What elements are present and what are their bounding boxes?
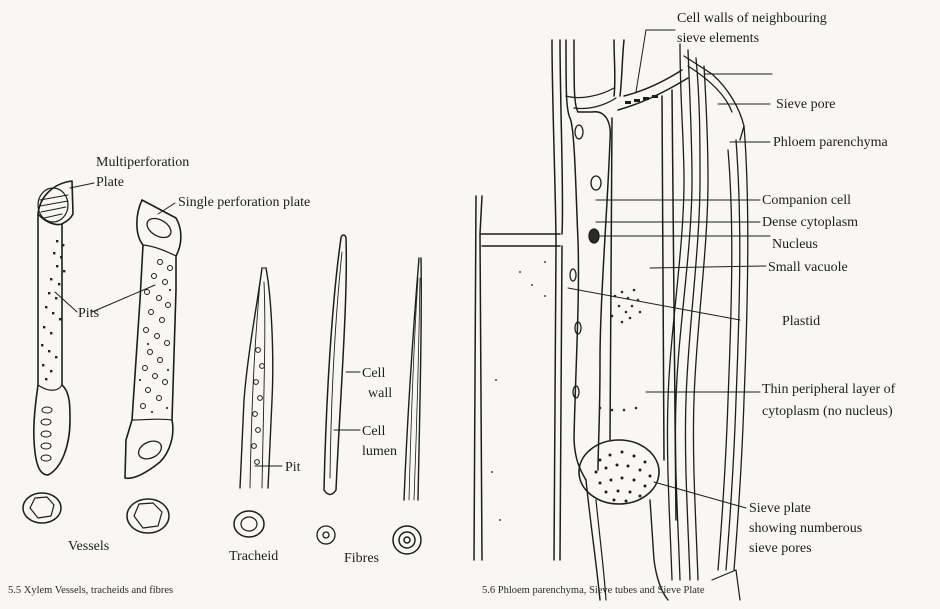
label-sieve-plate-line1: Sieve plate xyxy=(749,501,811,516)
fibre-narrow xyxy=(404,258,421,500)
fibre-wide-cross-section xyxy=(317,526,335,544)
sieve-tube-left-dots xyxy=(491,261,546,521)
phloem-parenchyma-strands xyxy=(667,44,747,600)
label-plastid: Plastid xyxy=(782,314,820,329)
sieve-plate xyxy=(579,440,668,600)
vessel-2-dots xyxy=(139,289,171,413)
label-single-perforation-plate: Single perforation plate xyxy=(178,195,310,210)
vessel-2-cross-section xyxy=(127,499,169,533)
label-cell-walls-line2: sieve elements xyxy=(677,31,759,46)
label-phloem-parenchyma: Phloem parenchyma xyxy=(773,135,888,150)
label-companion-cell: Companion cell xyxy=(762,193,851,208)
label-fibres: Fibres xyxy=(344,551,379,566)
label-tracheid: Tracheid xyxy=(229,549,278,564)
label-plate: Plate xyxy=(96,175,124,190)
label-small-vacuole: Small vacuole xyxy=(768,260,848,275)
label-vessels: Vessels xyxy=(68,539,109,554)
companion-cell xyxy=(566,40,624,480)
caption-phloem: 5.6 Phloem parenchyma, Sieve tubes and S… xyxy=(482,585,705,596)
label-sieve-plate-line3: sieve pores xyxy=(749,541,812,556)
label-pit: Pit xyxy=(285,460,301,475)
sieve-plate-pores xyxy=(595,451,652,503)
sieve-tube-left xyxy=(474,40,563,560)
label-cell-wall-line2: wall xyxy=(368,386,392,401)
vessel-single-perforation xyxy=(125,200,181,478)
label-cell-lumen-line1: Cell xyxy=(362,424,385,439)
fibre-narrow-cross-section xyxy=(393,526,421,554)
label-nucleus: Nucleus xyxy=(772,237,818,252)
label-pits: Pits xyxy=(78,306,99,321)
xylem-leader-lines xyxy=(55,183,360,466)
vessel-2-pits xyxy=(141,260,173,409)
label-thin-layer-line2: cytoplasm (no nucleus) xyxy=(762,404,893,419)
label-dense-cytoplasm: Dense cytoplasm xyxy=(762,215,858,230)
label-sieve-plate-line2: showing numberous xyxy=(749,521,862,536)
label-cell-lumen-line2: lumen xyxy=(362,444,397,459)
label-cell-wall-line1: Cell xyxy=(362,366,385,381)
label-cell-walls-line1: Cell walls of neighbouring xyxy=(677,11,827,26)
vessel-multiperforation xyxy=(34,181,73,475)
fibre-wide xyxy=(324,235,346,495)
phloem-figure: Cell walls of neighbouring sieve element… xyxy=(474,11,896,600)
vessel-1-cross-section xyxy=(23,493,61,523)
plastids xyxy=(599,289,642,412)
tracheid xyxy=(240,268,273,488)
label-thin-layer-line1: Thin peripheral layer of xyxy=(762,382,896,397)
label-multiperforation: Multiperforation xyxy=(96,155,189,170)
label-sieve-pore: Sieve pore xyxy=(776,97,835,112)
caption-xylem: 5.5 Xylem Vessels, tracheids and fibres xyxy=(8,585,173,596)
tracheid-cross-section xyxy=(234,511,264,537)
xylem-figure: Multiperforation Plate Single perforatio… xyxy=(8,155,421,596)
